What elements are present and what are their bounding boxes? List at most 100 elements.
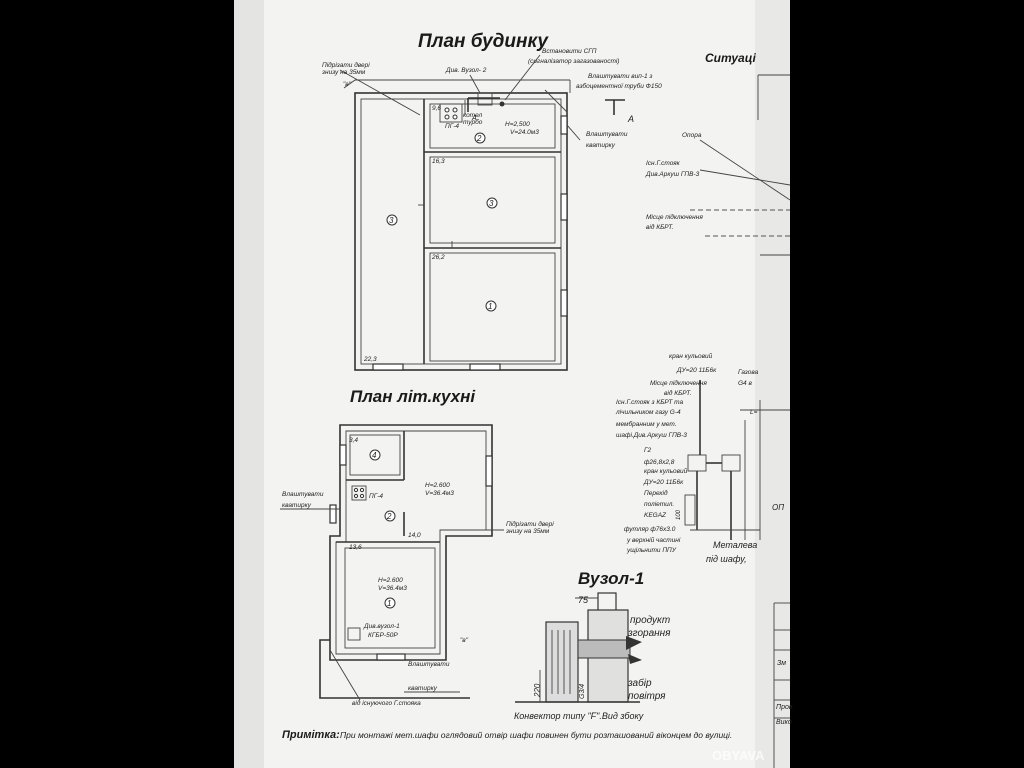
label-vent-2: кватирку — [586, 142, 616, 149]
leader-b — [343, 79, 570, 89]
label-riser-membrane: мембранним у мет. — [616, 420, 677, 428]
kitchen-room1 — [344, 547, 436, 649]
label-upper-part: у верхній частині — [626, 536, 681, 544]
kitchen-room2-marker — [384, 510, 396, 522]
room3-left-marker — [386, 214, 398, 226]
label-flue: Влаштувати вип-1 з — [588, 73, 652, 80]
label-node2: Див. Вузол- 2 — [445, 67, 487, 74]
label-detector: (сигналізатор загазованості) — [528, 57, 619, 65]
situation-plan: Ситуаці Опора Існ.Г.стояк Див.Аркуш ГПВ-… — [645, 51, 791, 256]
kitchen-room4 — [349, 434, 401, 476]
dim-22-3: 22,3 — [363, 356, 377, 363]
label-combustion: згорання — [627, 628, 671, 639]
room2-number: 2 — [476, 134, 482, 143]
watermark-text: OBYAVA — [712, 748, 765, 763]
label-cut-35: знизу на 35мм — [321, 69, 366, 76]
convector-icon — [347, 627, 361, 641]
house-window-right-1 — [560, 193, 568, 221]
house-window-right-3 — [560, 115, 568, 135]
node1-detail: Вузол-1 75 220 G3/4 продукт згорання заб… — [514, 569, 671, 721]
coaxial-pipe — [577, 639, 631, 659]
label-section-a-2: A — [471, 115, 477, 122]
leader-flue — [544, 89, 568, 113]
label-gas: Газова — [738, 369, 759, 376]
leader-vent — [566, 124, 581, 141]
dim-3-4: 3,4 — [349, 437, 358, 444]
label-turbo: турбо — [463, 118, 483, 126]
pg4-stove-icon — [439, 103, 463, 123]
dim-75: 75 — [578, 595, 589, 605]
label-h-room2: H=2,500 — [505, 121, 530, 128]
room1-marker — [485, 300, 497, 312]
kitchen-window-left — [339, 444, 347, 466]
label-riser-existing: Існ.Г.стояк з КБРТ та — [616, 399, 684, 406]
label-du-2: ДУ=20 11Б6к — [643, 479, 684, 486]
dim-26-2: 26,2 — [431, 254, 445, 261]
kitchen-room1-number: 1 — [387, 599, 391, 608]
kitchen-pg4-icon — [351, 485, 367, 501]
house-inner-wall — [360, 98, 562, 365]
dim-13-6: 13,6 — [349, 544, 362, 551]
dim-14-0: 14,0 — [408, 532, 421, 539]
dim-220: 220 — [533, 683, 542, 698]
label-existing-riser: Існ.Г.стояк — [646, 160, 681, 167]
intake-arrow — [628, 654, 642, 664]
room1-number: 1 — [488, 302, 492, 311]
label-support: Опора — [682, 132, 702, 139]
house-plan-title: План будинку — [418, 31, 549, 52]
paper-right-edge — [755, 0, 790, 768]
label-intake: забір — [627, 677, 652, 689]
note: Примітка: При монтажі мет.шафи оглядовий… — [282, 729, 732, 741]
kitchen-window-bottom — [376, 653, 406, 661]
label-pg4: ПГ-4 — [445, 123, 459, 130]
kitchen-window-left-2 — [329, 504, 337, 524]
room3-left-number: 3 — [389, 216, 394, 225]
riser-detail: кран кульовий ДУ=20 11Б6к Місце підключе… — [615, 352, 790, 564]
label-boiler: котел — [463, 112, 482, 119]
house-window-bottom-right — [469, 363, 501, 371]
kitchen-plan-title: План літ.кухні — [350, 387, 476, 406]
node1-title: Вузол-1 — [578, 569, 644, 588]
room3-right-number: 3 — [489, 199, 494, 208]
label-riser-from-kbrt: від КБРТ. — [664, 389, 692, 397]
label-pipe-size: ф26,8х2,8 — [644, 459, 675, 466]
label-connection-point: Місце підключення — [646, 213, 703, 221]
label-product: продукт — [630, 615, 670, 626]
label-seal-ppu: ущільнити ППУ — [626, 546, 677, 554]
note-text: При монтажі мет.шафи оглядовий отвір шаф… — [340, 730, 732, 740]
house-window-bottom-left — [372, 363, 404, 371]
label-ball-valve-2: кран кульовий — [644, 467, 688, 475]
house-room2 — [429, 103, 556, 149]
note-label: Примітка: — [282, 729, 340, 741]
label-under-cabinet: під шафу, — [706, 554, 747, 564]
label-cut-door: Підрізати двері — [322, 61, 370, 69]
leader-door-cut — [339, 69, 421, 116]
label-length: L= — [750, 409, 758, 416]
kitchen-h-room2: H=2.600 — [425, 482, 450, 489]
label-kegaz: KEGAZ — [644, 512, 667, 519]
label-metal-cabinet: Металева — [713, 540, 757, 550]
dim-9-6: 9,6 — [432, 105, 441, 112]
kitchen-label-node1: Див.вузол-1 — [363, 623, 400, 630]
boiler-icon — [477, 92, 493, 106]
label-see-sheet: Див.Аркуш ГПВ-3 — [645, 171, 700, 178]
house-window-right-2 — [560, 289, 568, 317]
kitchen-window-right — [485, 455, 493, 487]
label-from-kbrt: від КБРТ. — [646, 223, 674, 231]
label-riser-connection: Місце підключення — [650, 379, 707, 387]
label-op: ОП — [772, 503, 784, 512]
label-b-mark: "в" — [343, 81, 352, 88]
kitchen-h-room1: H=2.600 — [378, 577, 403, 584]
leader-sgp — [504, 54, 541, 101]
node1-caption: Конвектор типу "F".Вид збоку — [514, 711, 644, 721]
kitchen-plan: План літ.кухні 4 2 1 3,4 14,0 13,6 — [280, 387, 554, 707]
room3-right-marker — [486, 197, 498, 209]
kitchen-v-room2: V=36.4м3 — [425, 490, 454, 497]
kitchen-label-b-mark: "в" — [460, 637, 469, 644]
label-transition: Перехід — [644, 489, 668, 497]
title-block: Зм Пров Вико — [773, 602, 793, 768]
kitchen-label-vent-bottom-2: кватирку — [408, 685, 438, 692]
dim-g34: G3/4 — [579, 684, 586, 699]
label-asbestos: азбоцементної труби Ф150 — [576, 82, 662, 90]
